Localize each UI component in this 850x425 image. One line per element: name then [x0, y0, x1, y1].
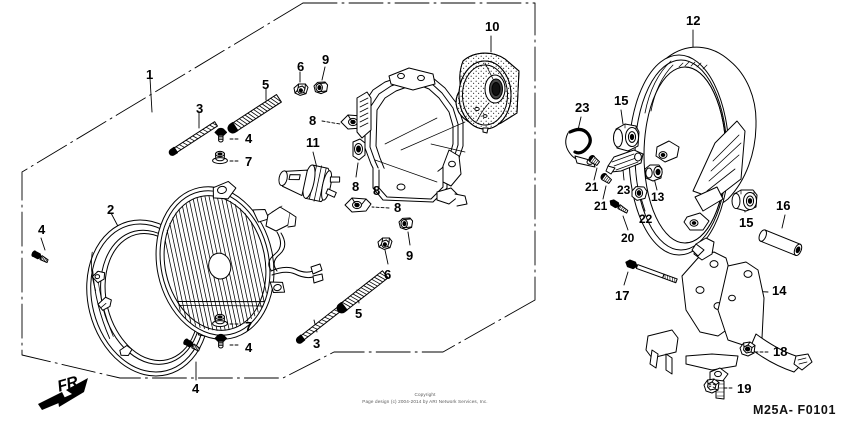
part-4-screw-left	[31, 237, 49, 264]
callout-21-b: 21	[594, 199, 608, 213]
callout-15-b: 15	[739, 215, 754, 230]
callout-8-a: 8	[309, 113, 317, 128]
part-7-nut-flange-lower	[212, 313, 239, 328]
part-23-wire-clamp-upper	[565, 116, 596, 168]
callout-3-lower: 3	[313, 336, 321, 351]
callout-8-b: 8	[352, 179, 360, 194]
callout-20: 20	[621, 231, 635, 245]
part-19-nut-bracket-lower	[703, 378, 733, 394]
callout-1: 1	[146, 67, 154, 82]
callout-18: 18	[773, 344, 788, 359]
callout-2: 2	[107, 202, 115, 217]
part-11-headlight-bulb	[278, 151, 341, 203]
callout-4-left: 4	[38, 222, 46, 237]
callout-22: 22	[639, 212, 653, 226]
callout-8-c: 8	[373, 183, 381, 198]
part-15-grommet-b	[731, 189, 758, 213]
callout-4-upper: 4	[245, 131, 253, 146]
group-boundary-left	[21, 2, 536, 379]
part-6-nut-lower	[377, 237, 393, 265]
part-8-clips	[321, 114, 390, 213]
part-4-screw-upper	[214, 127, 239, 143]
callout-5: 5	[262, 77, 270, 92]
callout-3: 3	[196, 101, 204, 116]
part-4-screw-bottom	[183, 338, 201, 381]
part-14-headlight-stay	[645, 237, 813, 400]
part-18-nut-bracket	[739, 341, 769, 357]
callout-10: 10	[485, 19, 500, 34]
part-23-wire-clamp-lower	[605, 149, 644, 181]
callout-9-lower: 9	[406, 248, 414, 263]
part-10-bulb-dust-cover	[455, 35, 520, 134]
part-16-collar-pin	[758, 214, 803, 256]
headlight-lens-unit	[155, 180, 324, 340]
part-9-collar-lower	[398, 217, 414, 246]
part-15-grommet-a	[613, 109, 640, 152]
part-12-headlight-case	[628, 29, 757, 256]
callout-19: 19	[737, 381, 752, 396]
callout-6-lower: 6	[384, 267, 392, 282]
callout-6: 6	[297, 59, 305, 74]
callout-4-bottom: 4	[192, 381, 200, 396]
callout-13: 13	[651, 190, 665, 204]
diagram-code-label: M25A- F0101	[752, 403, 836, 417]
part-7-nut-flange-upper	[212, 150, 239, 165]
callout-11: 11	[306, 135, 320, 150]
headlight-mount-frame	[356, 67, 468, 207]
callout-16: 16	[776, 198, 791, 213]
part-21-screws	[588, 154, 613, 200]
callout-17: 17	[615, 288, 630, 303]
part-5-long-bolt-upper	[227, 87, 282, 134]
callout-5-lower: 5	[355, 306, 363, 321]
callout-4-lower: 4	[245, 340, 253, 355]
copyright-notice: Copyright Page design (c) 2004-2014 by A…	[0, 391, 850, 405]
part-17-mounting-bolt	[623, 259, 678, 286]
copyright-line-1: Copyright	[414, 391, 436, 397]
part-5-long-bolt-lower	[336, 270, 389, 314]
callout-23-upper: 23	[575, 100, 590, 115]
callout-14: 14	[772, 283, 787, 298]
callout-7-lower: 7	[245, 319, 253, 334]
callout-9-upper: 9	[322, 52, 330, 67]
callout-12: 12	[686, 13, 701, 28]
callout-23-lower: 23	[617, 183, 631, 197]
part-4-screw-lower-center	[214, 333, 239, 349]
part-22-washer	[631, 186, 648, 212]
part-6-nut-upper	[293, 71, 309, 96]
callout-8-d: 8	[394, 200, 402, 215]
fr-direction-arrow	[38, 378, 88, 410]
part-13-collar	[644, 164, 663, 191]
callout-7-upper: 7	[245, 154, 253, 169]
part-20-bolt-small	[609, 199, 629, 231]
callout-15-a: 15	[614, 93, 629, 108]
callout-21-a: 21	[585, 180, 599, 194]
part-9-collar-upper	[313, 66, 329, 95]
part-3-bolt-upper	[168, 111, 218, 156]
copyright-line-2: Page design (c) 2004-2014 by ARI Network…	[362, 398, 488, 404]
